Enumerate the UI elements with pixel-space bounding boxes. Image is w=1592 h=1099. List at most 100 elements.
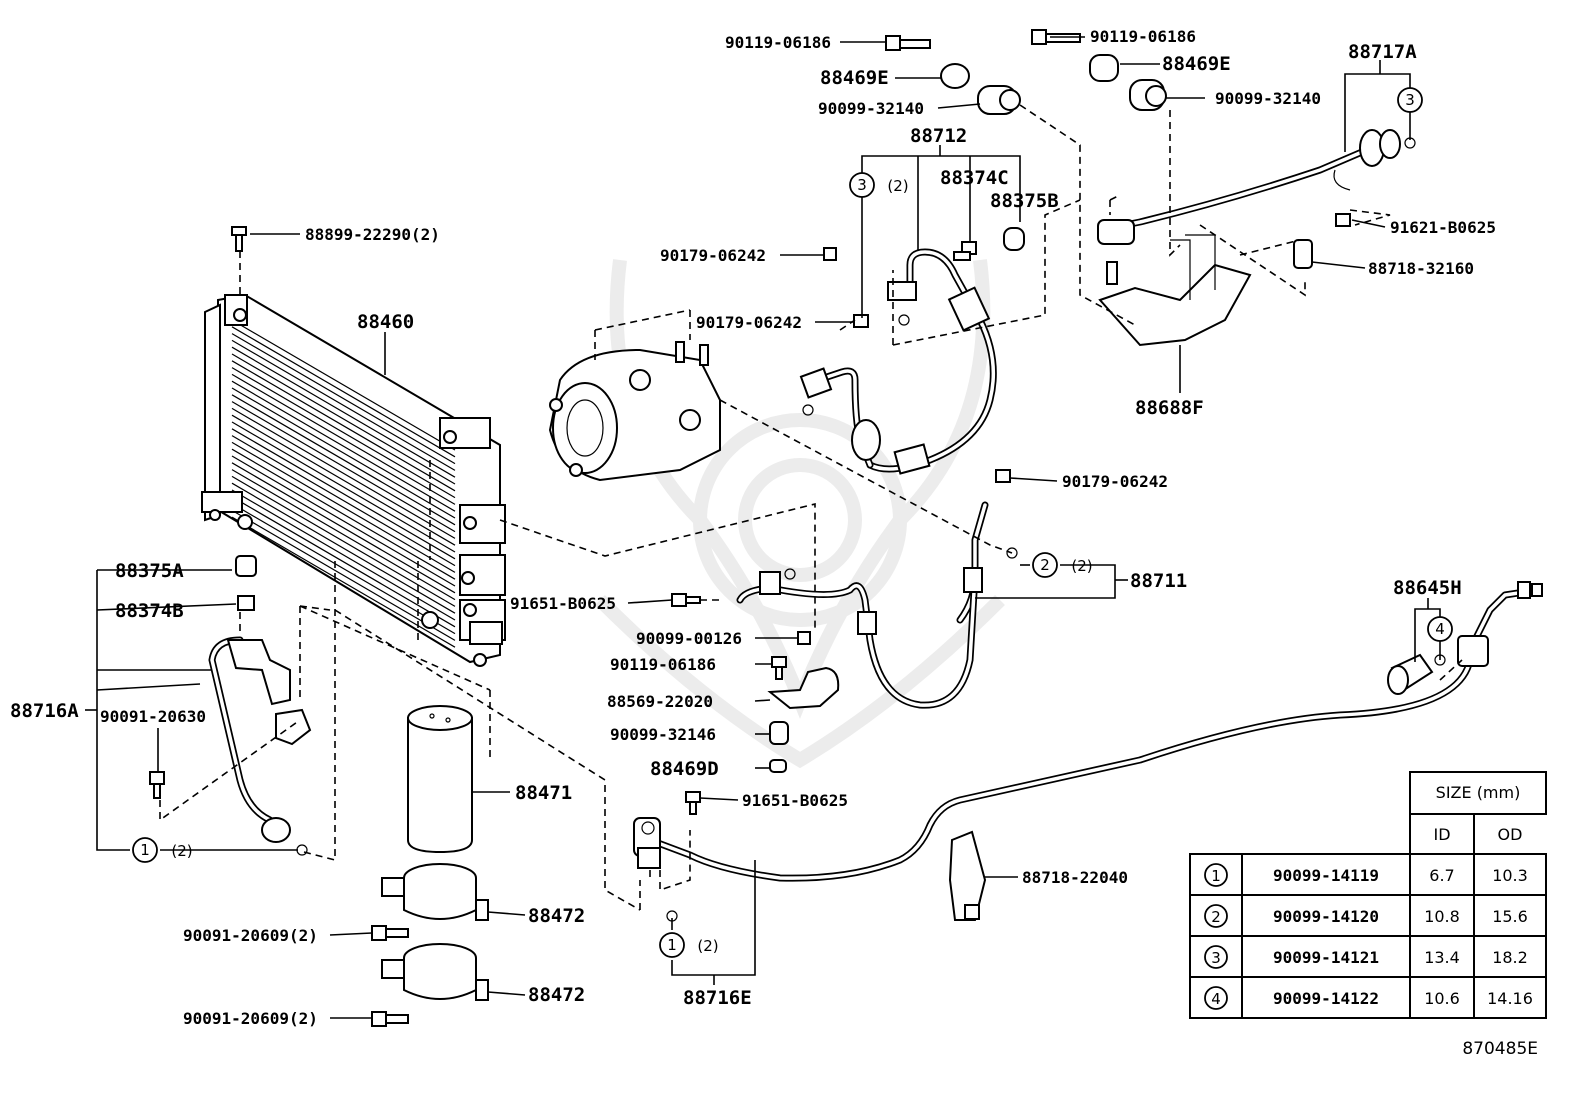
- label-88899-22290: 88899-22290(2): [305, 225, 440, 244]
- label-88471: 88471: [515, 782, 572, 804]
- size-row-ref-circle: [1204, 986, 1228, 1010]
- svg-text:1: 1: [667, 936, 677, 954]
- label-88712: 88712: [910, 125, 967, 147]
- size-row-od: 15.6: [1492, 907, 1528, 926]
- label-90119-06186-c: 90119-06186: [610, 655, 716, 674]
- part-labels: 90119-06186 88469E 90099-32140 90119-061…: [10, 27, 1496, 1028]
- callout-2-88711: 2 (2): [1032, 552, 1093, 578]
- condenser-fin: [231, 387, 456, 519]
- label-88718-22040: 88718-22040: [1022, 868, 1128, 887]
- size-row-id: 10.6: [1424, 989, 1460, 1008]
- label-88460: 88460: [357, 311, 414, 333]
- size-row-ref-circle: [1204, 863, 1228, 887]
- label-91621-b0625: 91621-B0625: [1390, 218, 1496, 237]
- hose-88712: [799, 248, 997, 475]
- mount-right-group: [1031, 29, 1167, 111]
- label-90099-32140-b: 90099-32140: [1215, 89, 1321, 108]
- condenser-fin: [231, 367, 456, 499]
- callouts: 3 (2) 3 2 (2) 4 1 (2) 1 (2): [132, 87, 1453, 958]
- label-88375b: 88375B: [990, 190, 1059, 212]
- size-row-od: 18.2: [1492, 948, 1528, 967]
- condenser-fin: [231, 496, 456, 628]
- bracket-88472-a: [371, 863, 489, 941]
- svg-text:4: 4: [1435, 620, 1445, 638]
- label-88688f: 88688F: [1135, 397, 1204, 419]
- bracket-88472-b: [371, 943, 489, 1027]
- label-88469e-a: 88469E: [820, 67, 889, 89]
- svg-text:(2): (2): [171, 842, 192, 860]
- label-88569-22020: 88569-22020: [607, 692, 713, 711]
- col-id: ID: [1433, 825, 1450, 844]
- condenser-fin: [231, 448, 456, 580]
- size-header: SIZE (mm): [1436, 783, 1521, 802]
- size-row-id: 6.7: [1429, 866, 1454, 885]
- label-88374c: 88374C: [940, 167, 1009, 189]
- size-row-ref-circle: [1204, 945, 1228, 969]
- size-row-od: 14.16: [1487, 989, 1533, 1008]
- label-90091-20609-b: 90091-20609(2): [183, 1009, 318, 1028]
- label-88645h: 88645H: [1393, 577, 1462, 599]
- size-row-part: 90099-14120: [1273, 907, 1379, 926]
- condenser-fin: [231, 428, 456, 560]
- label-90179-06242-a: 90179-06242: [660, 246, 766, 265]
- size-row-ref: 2: [1211, 908, 1221, 926]
- condenser-fin: [231, 380, 456, 512]
- svg-text:3: 3: [1405, 91, 1415, 109]
- figure-code: 870485E: [1462, 1039, 1538, 1059]
- svg-text:(2): (2): [1071, 557, 1092, 575]
- label-90099-32146: 90099-32146: [610, 725, 716, 744]
- label-90179-06242-b: 90179-06242: [696, 313, 802, 332]
- pipe-88711: [736, 469, 1018, 709]
- size-row-part: 90099-14121: [1273, 948, 1379, 967]
- size-row-ref: 3: [1211, 949, 1221, 967]
- size-row-id: 10.8: [1424, 907, 1460, 926]
- condenser-fin: [231, 401, 456, 533]
- size-row-part: 90099-14122: [1273, 989, 1379, 1008]
- label-88374b: 88374B: [115, 600, 184, 622]
- condenser-fin: [231, 441, 456, 573]
- condenser-fin: [231, 407, 456, 539]
- condenser-fin: [231, 475, 456, 607]
- drier-88471: [407, 705, 473, 854]
- mount-left-group: [823, 35, 1025, 328]
- condenser-fin: [231, 346, 456, 478]
- size-row-ref: 1: [1211, 867, 1221, 885]
- dashed-lines: [159, 104, 1463, 911]
- condenser-fin: [231, 462, 456, 594]
- pipe-88716a: [149, 555, 312, 856]
- label-90179-06242-c: 90179-06242: [1062, 472, 1168, 491]
- condenser-fin: [231, 360, 456, 492]
- label-91651-b0625-a: 91651-B0625: [510, 594, 616, 613]
- pipe-88716e: [633, 581, 1543, 882]
- col-od: OD: [1498, 825, 1523, 844]
- condenser-fin: [231, 435, 456, 567]
- label-88716a: 88716A: [10, 700, 79, 722]
- label-88717a: 88717A: [1348, 41, 1417, 63]
- condenser-fin: [231, 421, 456, 553]
- callout-4-88645h: 4: [1427, 616, 1453, 642]
- label-88711: 88711: [1130, 570, 1187, 592]
- condenser-fin: [231, 326, 456, 458]
- pipe-88717a: [1097, 129, 1401, 285]
- callout-3-88712: 3 (2): [849, 172, 909, 198]
- condenser-fin: [231, 394, 456, 526]
- bracket-88688f: [1098, 213, 1351, 347]
- size-row-ref-circle: [1204, 904, 1228, 928]
- condenser-fin: [231, 333, 456, 465]
- svg-text:1: 1: [140, 841, 150, 859]
- bolt-88899-22290: [231, 226, 247, 295]
- label-88472-b: 88472: [528, 984, 585, 1006]
- leader-lines: [85, 36, 1441, 1019]
- condenser-fin: [231, 319, 456, 451]
- size-row-od: 10.3: [1492, 866, 1528, 885]
- label-90091-20630: 90091-20630: [100, 707, 206, 726]
- condenser-88460: [201, 293, 506, 667]
- label-90119-06186-a: 90119-06186: [725, 33, 831, 52]
- label-91651-b0625-b: 91651-B0625: [742, 791, 848, 810]
- callout-1-88716e: 1 (2): [659, 932, 719, 958]
- condenser-fin: [231, 353, 456, 485]
- label-88375a: 88375A: [115, 560, 184, 582]
